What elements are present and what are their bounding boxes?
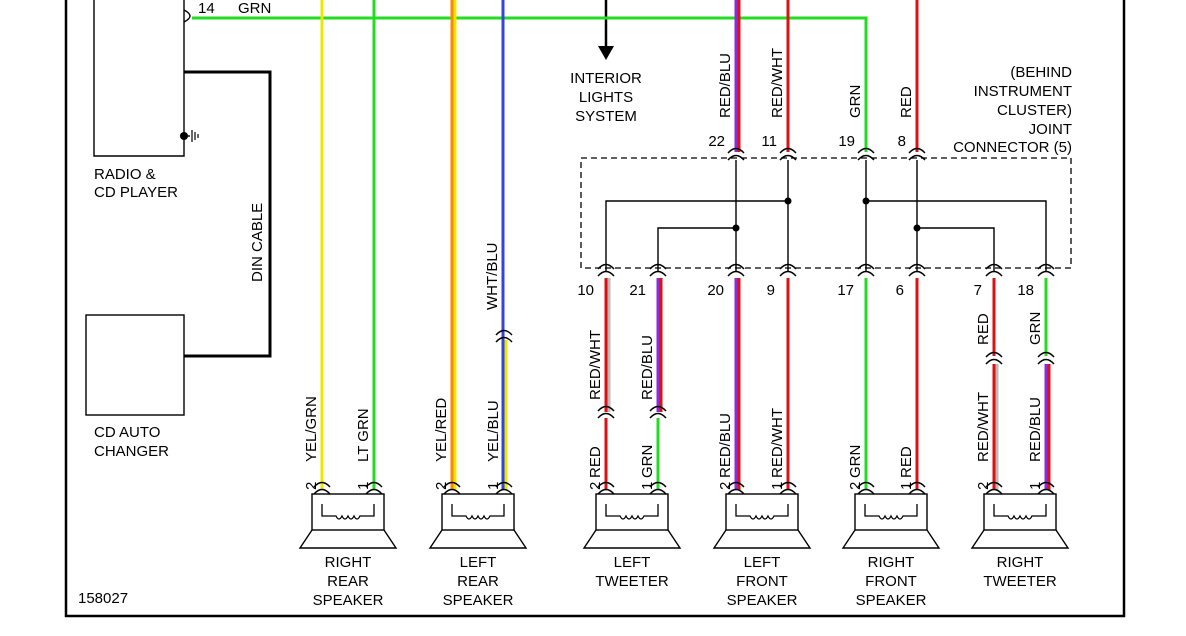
- speaker-name-line1: LEFT: [744, 554, 781, 571]
- radio-pin-wire: GRN: [238, 0, 271, 17]
- joint-connector-line2: INSTRUMENT: [974, 83, 1072, 100]
- speaker-name-line1: RIGHT: [868, 554, 915, 571]
- speaker-pin-1: 1: [485, 482, 502, 490]
- speaker-name-line2: TWEETER: [595, 573, 668, 590]
- pin-10: 10: [577, 282, 594, 299]
- joint-connector: (BEHIND INSTRUMENT CLUSTER) JOINT CONNEC…: [577, 48, 1072, 299]
- speaker-wire-1: LT GRN: [355, 408, 372, 462]
- pin-20: 20: [707, 282, 724, 299]
- cd-changer-label-line1: CD AUTO: [94, 424, 160, 441]
- speaker-wire-2: YEL/RED: [433, 398, 450, 462]
- speaker-pin-1: 1: [898, 482, 915, 490]
- interior-lights-line3: SYSTEM: [575, 108, 637, 125]
- speaker-pin-1: 1: [769, 482, 786, 490]
- joint-connector-line1: (BEHIND: [1010, 64, 1072, 81]
- speaker-left-tweeter: 2 1 RED GRN LEFT TWEETER: [583, 445, 681, 590]
- interior-lights-line2: LIGHTS: [579, 89, 633, 106]
- pin-18: 18: [1017, 282, 1034, 299]
- speaker-wire-2: RED: [587, 446, 604, 478]
- speaker-name-line1: RIGHT: [325, 554, 372, 571]
- speaker-name-line1: RIGHT: [997, 554, 1044, 571]
- speaker-wire-1: GRN: [639, 445, 656, 478]
- joint-connector-line5: CONNECTOR (5): [953, 139, 1072, 156]
- diagram-frame: [64, 0, 1126, 618]
- din-cable-label: DIN CABLE: [249, 203, 266, 282]
- radio-pin-number: 14: [198, 0, 215, 17]
- speaker-pin-2: 2: [717, 482, 734, 490]
- joint-connector-line4: JOINT: [1029, 121, 1072, 138]
- radio-wires: [192, 0, 919, 490]
- interior-lights-system: INTERIOR LIGHTS SYSTEM: [570, 0, 642, 125]
- pin-6: 6: [896, 282, 904, 299]
- speaker-wire-1: RED/WHT: [769, 408, 786, 478]
- cd-auto-changer: CD AUTO CHANGER: [85, 314, 185, 460]
- joint-connector-line3: CLUSTER): [997, 102, 1072, 119]
- speaker-wire-1: RED: [898, 446, 915, 478]
- speaker-left-rear: 2 1 YEL/RED YEL/BLU LEFT REAR SPEAKER: [429, 398, 527, 609]
- wire-label-red-wht-top: RED/WHT: [769, 48, 786, 118]
- pin-21: 21: [629, 282, 646, 299]
- pin-11: 11: [761, 133, 777, 150]
- speaker-name-line1: LEFT: [614, 554, 651, 571]
- speaker-pin-2: 2: [847, 482, 864, 490]
- wire-label-grn-top: GRN: [847, 85, 864, 118]
- speaker-wire-2: RED/WHT: [975, 392, 992, 462]
- pin-8: 8: [898, 133, 906, 150]
- wire-label-lt-red-blu: RED/BLU: [639, 335, 656, 400]
- speaker-wire-2: GRN: [847, 445, 864, 478]
- radio-label-line1: RADIO &: [94, 166, 156, 183]
- speaker-left-front: 2 1 RED/BLU RED/WHT LEFT FRONT SPEAKER: [713, 408, 811, 609]
- wire-label-rt-grn: GRN: [1027, 312, 1044, 345]
- wire-label-rt-red: RED: [975, 313, 992, 345]
- speaker-right-tweeter: 2 1 RED/WHT RED/BLU RIGHT TWEETER: [971, 392, 1069, 590]
- wire-label-wht-blu: WHT/BLU: [484, 243, 501, 311]
- diagram-id: 158027: [78, 590, 128, 607]
- speaker-name-line3: SPEAKER: [727, 592, 798, 609]
- speaker-right-front: 2 1 GRN RED RIGHT FRONT SPEAKER: [842, 445, 940, 609]
- speaker-name-line2: FRONT: [736, 573, 788, 590]
- pin-17: 17: [837, 282, 854, 299]
- speaker-wire-1: RED/BLU: [1027, 397, 1044, 462]
- speaker-name-line2: TWEETER: [983, 573, 1056, 590]
- wire-label-red-blu-top: RED/BLU: [717, 53, 734, 118]
- pin-22: 22: [708, 133, 725, 150]
- speaker-name-line2: REAR: [457, 573, 499, 590]
- speaker-pin-2: 2: [303, 482, 320, 490]
- speaker-pin-2: 2: [433, 482, 450, 490]
- cd-changer-label-line2: CHANGER: [94, 443, 169, 460]
- wire-label-red-top: RED: [898, 86, 915, 118]
- pin-19: 19: [838, 133, 855, 150]
- interior-lights-line1: INTERIOR: [570, 70, 642, 87]
- radio-cd-player: RADIO & CD PLAYER 14 GRN: [93, 0, 271, 201]
- speaker-right-rear: 2 1 YEL/GRN LT GRN RIGHT REAR SPEAKER: [299, 396, 397, 609]
- wire-label-lt-red-wht: RED/WHT: [587, 330, 604, 400]
- din-cable: DIN CABLE: [184, 70, 272, 358]
- speaker-name-line3: SPEAKER: [856, 592, 927, 609]
- speaker-pin-1: 1: [639, 482, 656, 490]
- speaker-name-line2: FRONT: [865, 573, 917, 590]
- speaker-pin-2: 2: [587, 482, 604, 490]
- speaker-name-line3: SPEAKER: [443, 592, 514, 609]
- pin-7: 7: [974, 282, 982, 299]
- speaker-pin-2: 2: [975, 482, 992, 490]
- radio-label-line2: CD PLAYER: [94, 184, 178, 201]
- speaker-pin-1: 1: [1027, 482, 1044, 490]
- speaker-wire-2: RED/BLU: [717, 413, 734, 478]
- speaker-name-line2: REAR: [327, 573, 369, 590]
- speaker-wires: WHT/BLU RED/WHT RED/BLU RED GRN: [484, 243, 1055, 490]
- pin-9: 9: [767, 282, 775, 299]
- speaker-wire-1: YEL/BLU: [485, 400, 502, 462]
- speaker-name-line3: SPEAKER: [313, 592, 384, 609]
- speaker-name-line1: LEFT: [460, 554, 497, 571]
- speaker-pin-1: 1: [355, 482, 372, 490]
- speaker-wire-2: YEL/GRN: [303, 396, 320, 462]
